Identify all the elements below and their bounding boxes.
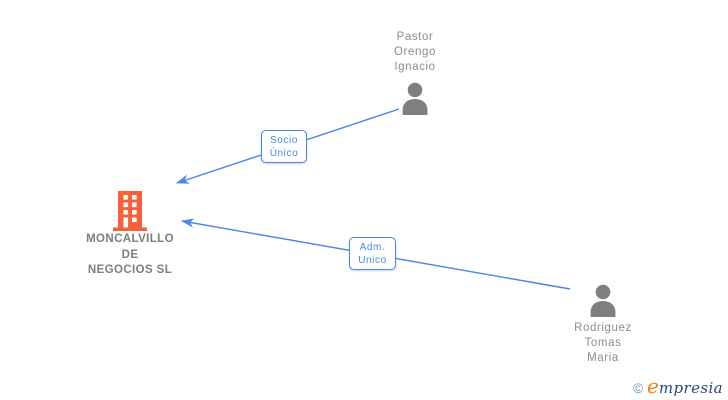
company-node-moncalvillo-de-negocios-sl[interactable]: MONCALVILLO DE NEGOCIOS SL [70,191,190,279]
person-icon [402,82,428,115]
person-name: Rodriguez Tomas Maria [574,322,632,364]
person-node-pastor-orengo-ignacio[interactable]: Pastor Orengo Ignacio [369,30,461,115]
brand-name: mpresia [658,379,723,397]
empresia-logo: © e mpresia [633,374,723,398]
person-name: Pastor Orengo Ignacio [394,31,436,73]
relation-label-adm-unico: Adm. Unico [349,237,396,270]
person-node-rodriguez-tomas-maria[interactable]: Rodriguez Tomas Maria [557,284,649,366]
copyright-icon: © [633,381,644,396]
person-icon [590,284,616,317]
company-name: MONCALVILLO DE NEGOCIOS SL [86,233,174,276]
relation-label-socio-unico: Socio Único [261,130,307,163]
brand-initial: e [647,374,659,398]
building-icon [113,191,147,231]
